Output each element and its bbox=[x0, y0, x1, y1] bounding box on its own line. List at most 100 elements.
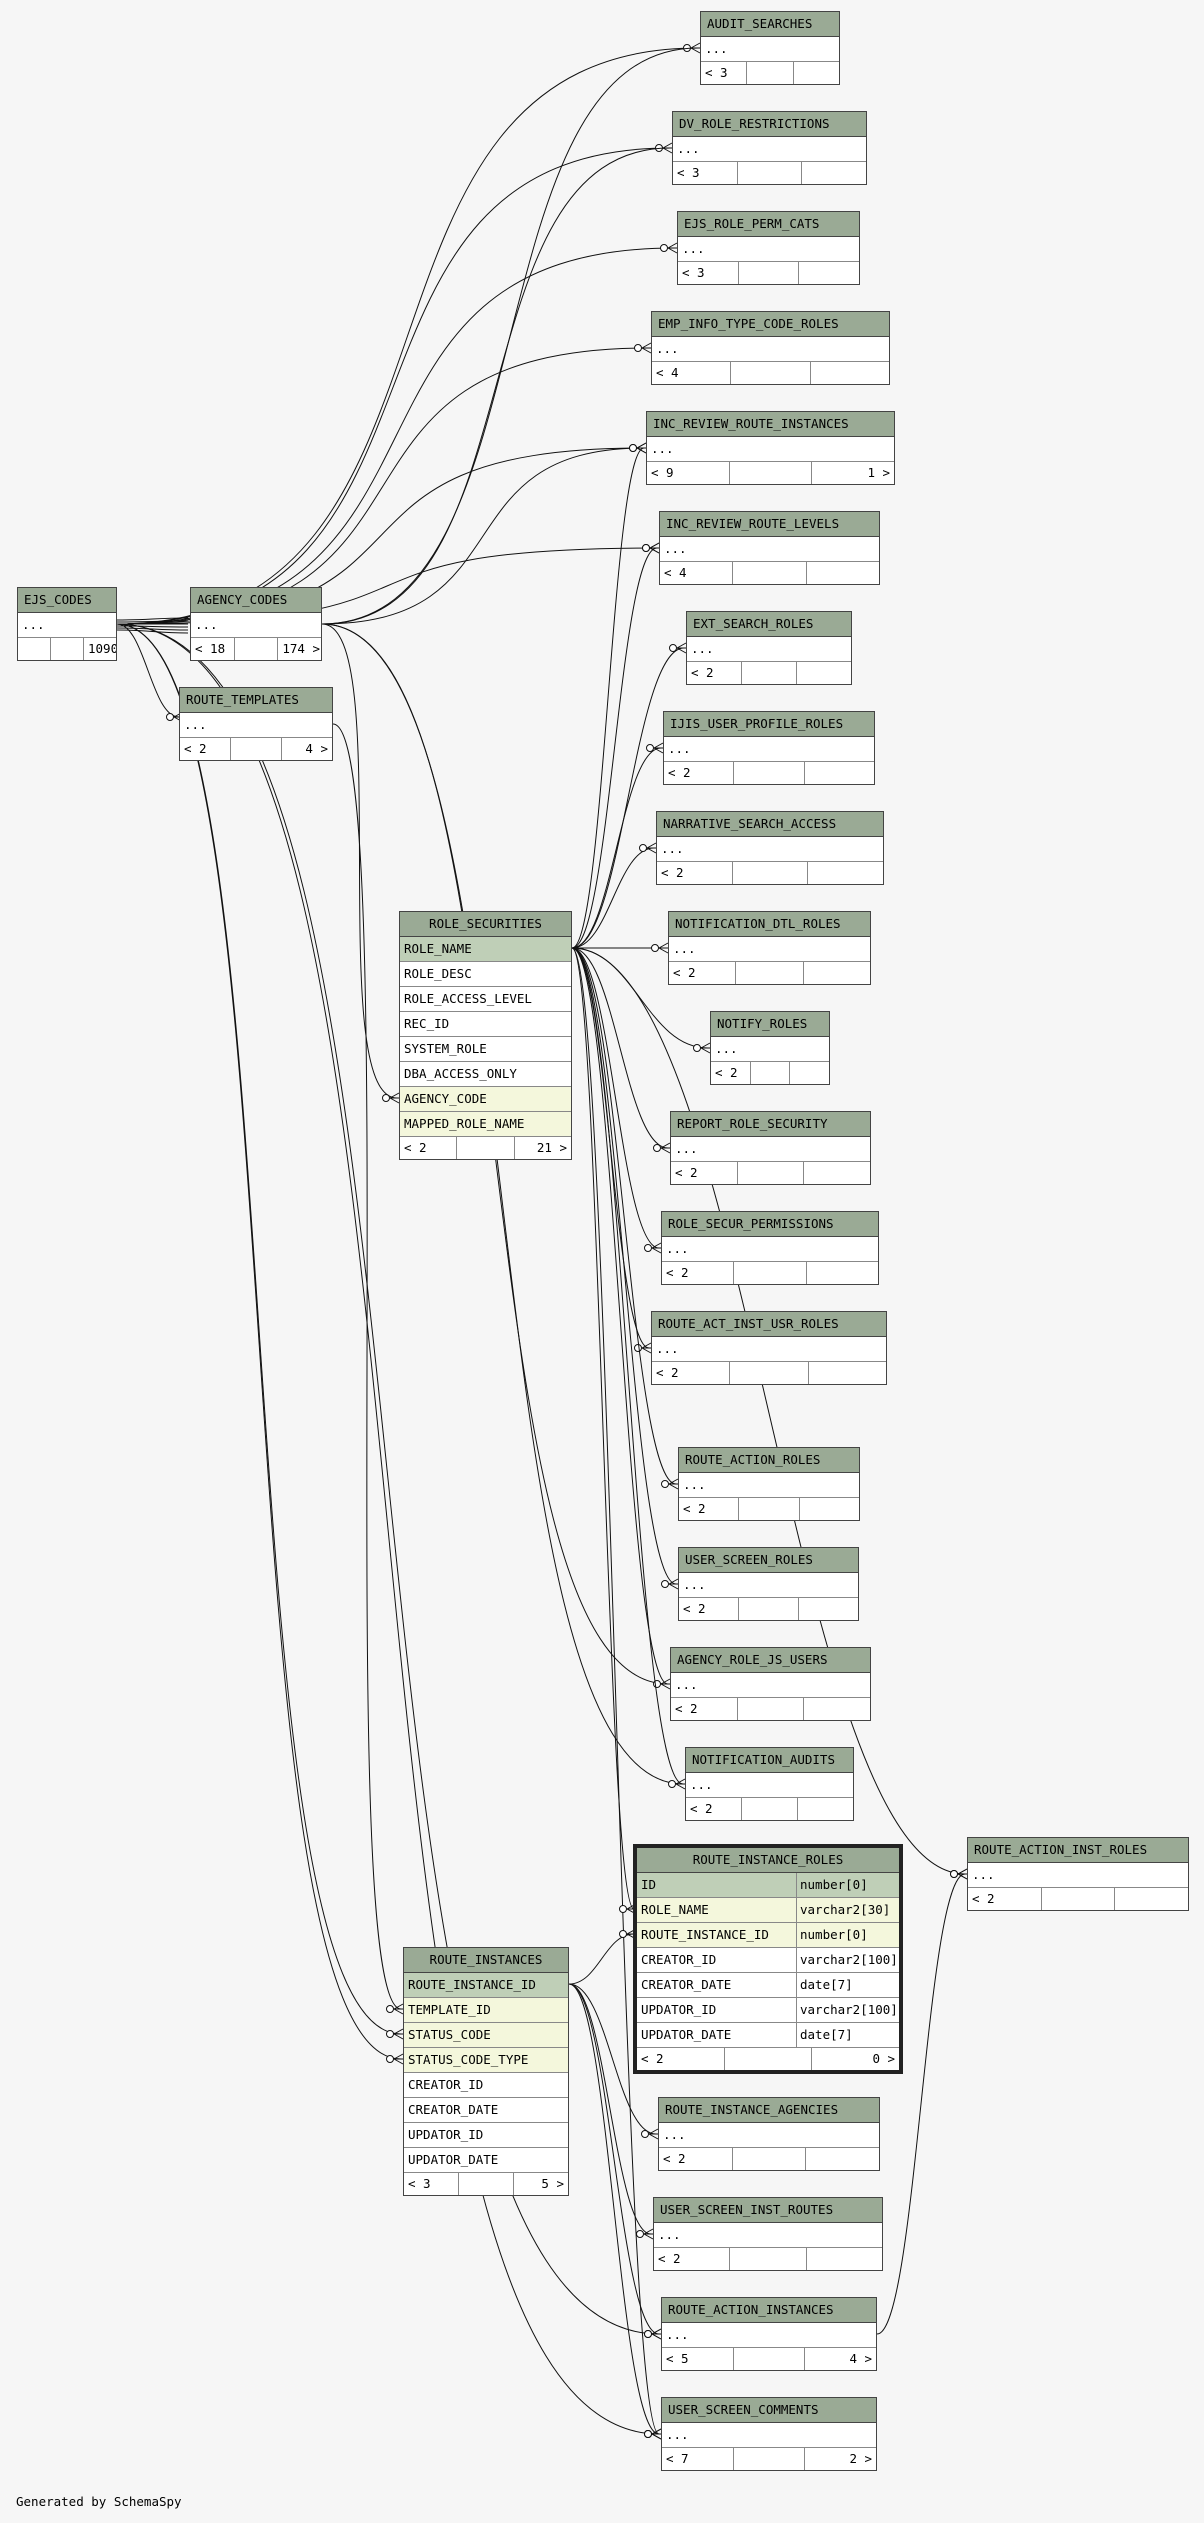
children-link[interactable] bbox=[794, 62, 839, 84]
column-row[interactable]: ROLE_NAME bbox=[400, 937, 571, 962]
parents-link[interactable]: < 2 bbox=[664, 762, 735, 784]
table-notify-roles[interactable]: NOTIFY_ROLES...< 2 bbox=[710, 1011, 830, 1085]
table-header[interactable]: ROLE_SECUR_PERMISSIONS bbox=[662, 1212, 878, 1237]
table-header[interactable]: EXT_SEARCH_ROLES bbox=[687, 612, 851, 637]
children-link[interactable] bbox=[802, 162, 866, 184]
children-link[interactable] bbox=[799, 1598, 858, 1620]
parents-link[interactable]: < 2 bbox=[711, 1062, 751, 1084]
table-header[interactable]: NOTIFICATION_DTL_ROLES bbox=[669, 912, 870, 937]
table-audit-searches[interactable]: AUDIT_SEARCHES...< 3 bbox=[700, 11, 840, 85]
children-link[interactable] bbox=[811, 362, 889, 384]
children-link[interactable] bbox=[804, 1162, 870, 1184]
parents-link[interactable]: < 7 bbox=[662, 2448, 734, 2470]
parents-link[interactable]: < 3 bbox=[701, 62, 748, 84]
column-row[interactable]: MAPPED_ROLE_NAME bbox=[400, 1112, 571, 1137]
children-link[interactable] bbox=[808, 862, 883, 884]
parents-link[interactable]: < 2 bbox=[652, 1362, 731, 1384]
children-link[interactable] bbox=[797, 662, 851, 684]
parents-link[interactable] bbox=[18, 638, 51, 660]
table-inc-review-route-levels[interactable]: INC_REVIEW_ROUTE_LEVELS...< 4 bbox=[659, 511, 880, 585]
table-header[interactable]: ROUTE_INSTANCE_ROLES bbox=[637, 1848, 899, 1873]
parents-link[interactable]: < 2 bbox=[400, 1137, 458, 1159]
table-header[interactable]: IJIS_USER_PROFILE_ROLES bbox=[664, 712, 874, 737]
table-header[interactable]: NOTIFICATION_AUDITS bbox=[686, 1748, 853, 1773]
column-row[interactable]: CREATOR_DATE bbox=[404, 2098, 568, 2123]
table-ejs-role-perm-cats[interactable]: EJS_ROLE_PERM_CATS...< 3 bbox=[677, 211, 860, 285]
children-link[interactable] bbox=[809, 1362, 886, 1384]
table-header[interactable]: ROUTE_TEMPLATES bbox=[180, 688, 332, 713]
table-header[interactable]: AUDIT_SEARCHES bbox=[701, 12, 839, 37]
parents-link[interactable]: < 18 bbox=[191, 638, 235, 660]
column-row[interactable]: ROUTE_INSTANCE_ID bbox=[404, 1973, 568, 1998]
parents-link[interactable]: < 3 bbox=[678, 262, 739, 284]
table-ejs-codes[interactable]: EJS_CODES...1090 > bbox=[17, 587, 117, 661]
table-header[interactable]: ROUTE_ACT_INST_USR_ROLES bbox=[652, 1312, 886, 1337]
column-row[interactable]: SYSTEM_ROLE bbox=[400, 1037, 571, 1062]
children-link[interactable] bbox=[790, 1062, 829, 1084]
table-route-act-inst-usr-roles[interactable]: ROUTE_ACT_INST_USR_ROLES...< 2 bbox=[651, 1311, 887, 1385]
column-row[interactable]: UPDATOR_DATE bbox=[404, 2148, 568, 2173]
children-link[interactable]: 5 > bbox=[541, 2176, 564, 2191]
parents-link[interactable]: < 2 bbox=[679, 1598, 739, 1620]
parents-link[interactable]: < 2 bbox=[968, 1888, 1042, 1910]
table-header[interactable]: EJS_CODES bbox=[18, 588, 116, 613]
column-row[interactable]: CREATOR_ID bbox=[404, 2073, 568, 2098]
children-link[interactable]: 2 > bbox=[849, 2451, 873, 2466]
children-link[interactable]: 0 > bbox=[872, 2051, 896, 2066]
parents-link[interactable]: < 4 bbox=[660, 562, 734, 584]
children-link[interactable]: 4 > bbox=[849, 2351, 873, 2366]
table-header[interactable]: ROUTE_INSTANCES bbox=[404, 1948, 568, 1973]
table-agency-role-js-users[interactable]: AGENCY_ROLE_JS_USERS...< 2 bbox=[670, 1647, 871, 1721]
column-row[interactable]: STATUS_CODE bbox=[404, 2023, 568, 2048]
children-link[interactable] bbox=[804, 962, 870, 984]
parents-link[interactable]: < 2 bbox=[671, 1698, 738, 1720]
children-link[interactable] bbox=[804, 1698, 870, 1720]
children-link[interactable]: 174 > bbox=[282, 641, 320, 656]
parents-link[interactable]: < 2 bbox=[669, 962, 737, 984]
table-header[interactable]: USER_SCREEN_COMMENTS bbox=[662, 2398, 876, 2423]
parents-link[interactable]: < 2 bbox=[657, 862, 733, 884]
table-header[interactable]: AGENCY_ROLE_JS_USERS bbox=[671, 1648, 870, 1673]
table-header[interactable]: AGENCY_CODES bbox=[191, 588, 321, 613]
table-ext-search-roles[interactable]: EXT_SEARCH_ROLES...< 2 bbox=[686, 611, 852, 685]
parents-link[interactable]: < 4 bbox=[652, 362, 732, 384]
parents-link[interactable]: < 2 bbox=[637, 2048, 725, 2070]
table-header[interactable]: INC_REVIEW_ROUTE_LEVELS bbox=[660, 512, 879, 537]
children-link[interactable] bbox=[799, 262, 859, 284]
parents-link[interactable]: < 2 bbox=[687, 662, 742, 684]
column-row[interactable]: REC_ID bbox=[400, 1012, 571, 1037]
column-row[interactable]: DBA_ACCESS_ONLY bbox=[400, 1062, 571, 1087]
table-header[interactable]: ROUTE_ACTION_INSTANCES bbox=[662, 2298, 876, 2323]
children-link[interactable] bbox=[807, 2248, 882, 2270]
table-header[interactable]: EJS_ROLE_PERM_CATS bbox=[678, 212, 859, 237]
table-header[interactable]: USER_SCREEN_ROLES bbox=[679, 1548, 858, 1573]
parents-link[interactable]: < 2 bbox=[180, 738, 231, 760]
parents-link[interactable]: < 3 bbox=[673, 162, 738, 184]
table-header[interactable]: NOTIFY_ROLES bbox=[711, 1012, 829, 1037]
children-link[interactable] bbox=[798, 1798, 853, 1820]
children-link[interactable]: 1 > bbox=[867, 465, 891, 480]
parents-link[interactable]: < 2 bbox=[654, 2248, 731, 2270]
table-header[interactable]: INC_REVIEW_ROUTE_INSTANCES bbox=[647, 412, 894, 437]
children-link[interactable] bbox=[1115, 1888, 1188, 1910]
table-header[interactable]: ROUTE_ACTION_INST_ROLES bbox=[968, 1838, 1188, 1863]
children-link[interactable] bbox=[806, 2148, 879, 2170]
column-row[interactable]: ROLE_DESC bbox=[400, 962, 571, 987]
table-dv-role-restrictions[interactable]: DV_ROLE_RESTRICTIONS...< 3 bbox=[672, 111, 867, 185]
table-emp-info-type-code-roles[interactable]: EMP_INFO_TYPE_CODE_ROLES...< 4 bbox=[651, 311, 890, 385]
parents-link[interactable]: < 5 bbox=[662, 2348, 734, 2370]
